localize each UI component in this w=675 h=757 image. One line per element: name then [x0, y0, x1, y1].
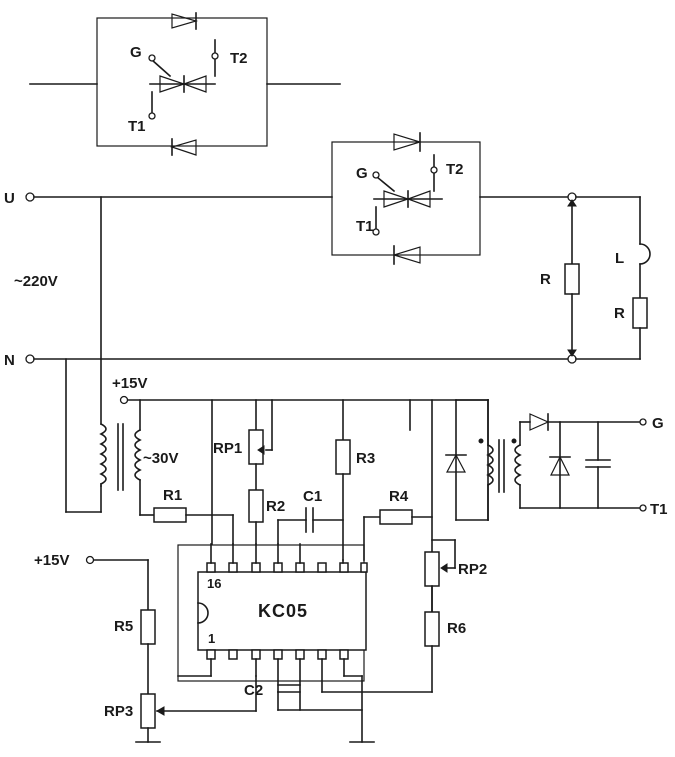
mains-n-label: N: [4, 352, 15, 369]
potentiometer-rp1: RP1: [213, 429, 273, 491]
output-g-label: G: [652, 415, 664, 432]
bias-network: +15V R5 RP3: [34, 552, 257, 743]
ic-pin16-label: 16: [207, 576, 221, 591]
rp2-label: RP2: [458, 561, 487, 578]
resistor-r1: R1: [139, 487, 234, 545]
main-triac-t2-label: T2: [446, 161, 464, 178]
resistor-r4: R4: [363, 488, 433, 561]
supply-rail: +15V: [112, 375, 489, 545]
top-triac-t1-label: T1: [128, 118, 146, 135]
mains-voltage-label: ~220V: [14, 273, 58, 290]
mains-u-label: U: [4, 190, 15, 207]
supply-transformer: ~30V: [99, 399, 178, 516]
ic-name-label: KC05: [258, 601, 308, 621]
main-triac: G T2 T1: [331, 132, 481, 265]
left-15v-label: +15V: [34, 552, 69, 569]
capacitor-c1: C1: [277, 488, 344, 545]
r6-label: R6: [447, 620, 466, 637]
secondary-voltage-label: ~30V: [143, 450, 178, 467]
resistor-r2: R2: [248, 489, 285, 545]
kc05-ic: KC05 16 1: [177, 543, 368, 711]
rp3-label: RP3: [104, 703, 133, 720]
r2-label: R2: [266, 498, 285, 515]
ic-pin1-label: 1: [208, 631, 215, 646]
capacitor-c2: C2: [244, 675, 433, 743]
top-triac-t2-label: T2: [230, 50, 248, 67]
load-circuit: R L R: [540, 192, 651, 364]
c1-label: C1: [303, 488, 322, 505]
load-series-resistor-label: R: [614, 305, 625, 322]
resistor-r3: R3: [335, 439, 375, 561]
pulse-transformer: G T1: [431, 399, 668, 613]
main-triac-gate-label: G: [356, 165, 368, 182]
potentiometer-rp2: RP2: [424, 539, 487, 613]
r1-label: R1: [163, 487, 182, 504]
mains-lines: U N ~220V: [4, 190, 569, 513]
r5-label: R5: [114, 618, 133, 635]
c2-label: C2: [244, 682, 263, 699]
rp1-label: RP1: [213, 440, 242, 457]
resistor-r6: R6: [424, 611, 466, 693]
main-triac-t1-label: T1: [356, 218, 374, 235]
r4-label: R4: [389, 488, 409, 505]
top-15v-label: +15V: [112, 375, 147, 392]
output-t1-label: T1: [650, 501, 668, 518]
top-triac-gate-label: G: [130, 44, 142, 61]
triac-symbol-reference: G T2 T1: [29, 12, 341, 156]
load-inductor-label: L: [615, 250, 624, 267]
r3-label: R3: [356, 450, 375, 467]
load-resistor-label: R: [540, 271, 551, 288]
